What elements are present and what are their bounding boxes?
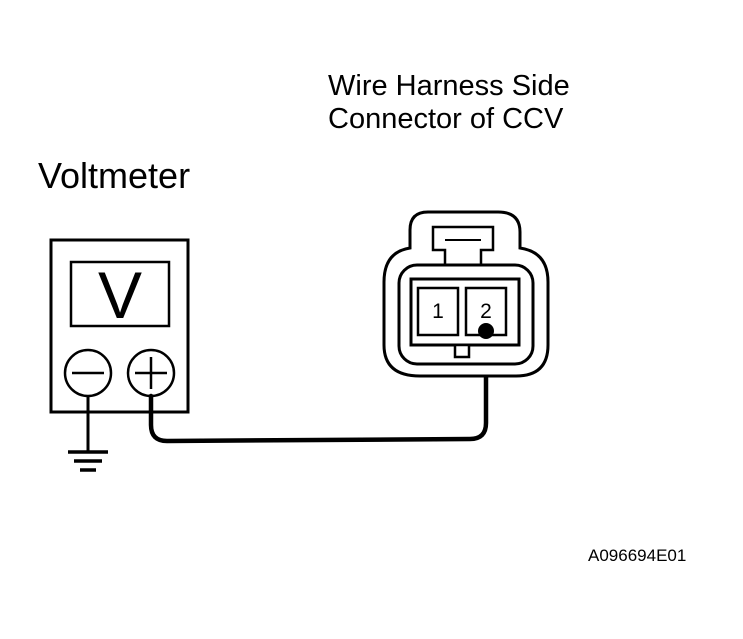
pin-2-label: 2 (480, 300, 492, 323)
test-lead-wire (148, 305, 489, 444)
figure-code: A096694E01 (588, 546, 687, 565)
plus-icon[interactable] (126, 348, 176, 398)
ccv-connector: 1 2 (382, 210, 550, 378)
probe-tip (478, 323, 494, 339)
minus-icon[interactable] (63, 348, 113, 398)
voltmeter-display (69, 260, 171, 328)
voltmeter: V (49, 238, 190, 414)
ground-icon (68, 396, 108, 472)
voltmeter-label: Voltmeter (38, 155, 191, 196)
voltmeter-display-text: V (98, 258, 142, 332)
connector-label-line2: Connector of CCV (328, 103, 564, 136)
connector-label-line1: Wire Harness Side (328, 70, 570, 102)
connector-key (453, 343, 471, 359)
connector-pin-1[interactable]: 1 (416, 286, 460, 337)
pin-1-label: 1 (432, 300, 444, 323)
connector-label: Wire Harness Side Connector of CCV (328, 70, 570, 137)
